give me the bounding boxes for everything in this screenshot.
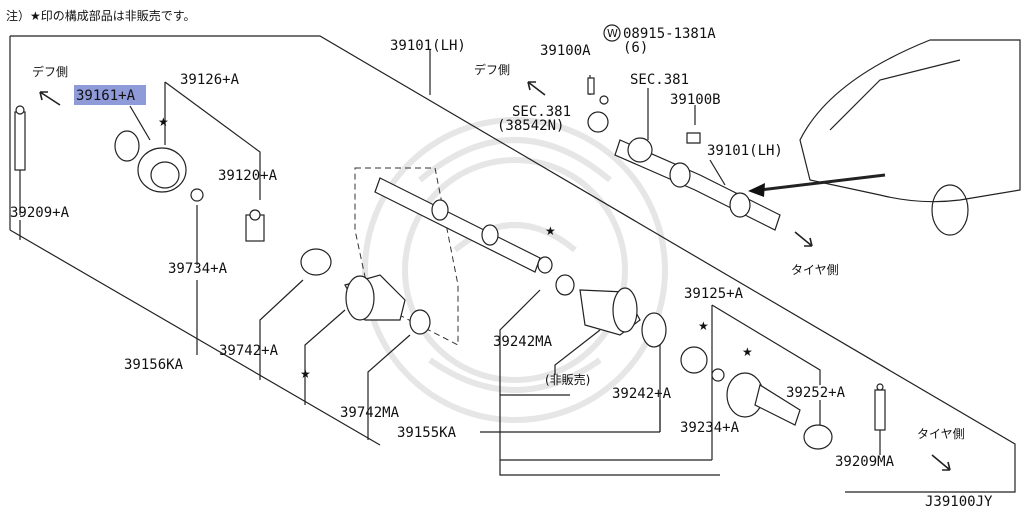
label-39100a[interactable]: 39100A bbox=[540, 43, 591, 59]
car-illustration bbox=[799, 39, 1021, 236]
label-39242ma[interactable]: 39242MA bbox=[493, 334, 553, 350]
label-39101-lh-right[interactable]: 39101(LH) bbox=[707, 143, 783, 159]
label-39252[interactable]: 39252+A bbox=[786, 385, 846, 401]
part-39125-bearing[interactable] bbox=[680, 346, 708, 374]
label-08915[interactable]: 08915-1381A bbox=[623, 26, 716, 42]
label-sec381-b[interactable]: SEC.381 bbox=[512, 104, 571, 120]
label-39100b[interactable]: 39100B bbox=[670, 92, 721, 108]
part-39742-small-band[interactable] bbox=[409, 309, 431, 335]
arrow-diff-left-icon bbox=[39, 91, 61, 106]
label-not-sold: (非販売) bbox=[545, 372, 590, 387]
part-39100b-nut[interactable] bbox=[686, 132, 701, 144]
star-icon: ★ bbox=[158, 115, 169, 129]
label-39742ma[interactable]: 39742MA bbox=[340, 405, 400, 421]
label-diff-side-left: デフ側 bbox=[32, 64, 68, 79]
diagram-code: J39100JY bbox=[925, 494, 993, 510]
label-39101-lh-top[interactable]: 39101(LH) bbox=[390, 38, 466, 54]
label-39155ka[interactable]: 39155KA bbox=[397, 425, 457, 441]
label-39742[interactable]: 39742+A bbox=[219, 343, 279, 359]
label-39156ka[interactable]: 39156KA bbox=[124, 357, 184, 373]
leader-lines-left bbox=[19, 81, 411, 440]
label-39209[interactable]: 39209+A bbox=[10, 205, 70, 221]
label-08915-qty: (6) bbox=[623, 40, 648, 56]
part-39120-tripod[interactable] bbox=[245, 209, 265, 242]
part-39161-cap[interactable] bbox=[114, 130, 140, 162]
part-39242-band[interactable] bbox=[641, 312, 667, 348]
part-39252-seal[interactable] bbox=[803, 424, 833, 450]
arrow-tire-right-icon bbox=[794, 231, 813, 247]
shaft-dashed-box bbox=[354, 167, 459, 346]
star-icon: ★ bbox=[545, 224, 556, 238]
part-39742-band[interactable] bbox=[300, 248, 332, 276]
label-sec381-sub: (38542N) bbox=[497, 118, 564, 134]
label-39161[interactable]: 39161+A bbox=[76, 88, 136, 104]
part-39734-snapring[interactable] bbox=[190, 188, 204, 202]
car-pointer-arrowhead bbox=[748, 183, 765, 197]
part-39234-snapring[interactable] bbox=[711, 368, 725, 382]
label-diff-side-mid: デフ側 bbox=[474, 62, 510, 77]
label-39209ma[interactable]: 39209MA bbox=[835, 454, 895, 470]
part-38542n-seal[interactable] bbox=[587, 111, 609, 133]
star-icon: ★ bbox=[300, 367, 311, 381]
label-tire-side-right: タイヤ側 bbox=[791, 263, 839, 277]
highlight-39161 bbox=[74, 85, 146, 105]
part-39100a-bolt[interactable] bbox=[587, 77, 609, 105]
part-39242ma-band[interactable] bbox=[555, 274, 575, 296]
label-39126[interactable]: 39126+A bbox=[180, 72, 240, 88]
label-39120[interactable]: 39120+A bbox=[218, 168, 278, 184]
label-39234[interactable]: 39234+A bbox=[680, 420, 740, 436]
label-tire-side-bottom: タイヤ側 bbox=[917, 427, 965, 441]
label-sec381-a[interactable]: SEC.381 bbox=[630, 72, 689, 88]
part-39126-housing[interactable] bbox=[137, 147, 187, 193]
label-39242[interactable]: 39242+A bbox=[612, 386, 672, 402]
note-text: 注）★印の構成部品は非販売です。 bbox=[6, 8, 196, 23]
part-outer-joint[interactable] bbox=[726, 372, 801, 426]
part-shaft[interactable] bbox=[374, 177, 553, 274]
star-icon: ★ bbox=[698, 319, 709, 333]
arrow-tire-bottom-icon bbox=[931, 454, 951, 471]
star-icon: ★ bbox=[742, 345, 753, 359]
frame-outline bbox=[9, 35, 1016, 493]
w-mark-icon: W bbox=[603, 24, 621, 42]
part-39209-rod[interactable] bbox=[14, 105, 26, 171]
part-39742ma-boot[interactable] bbox=[344, 274, 406, 321]
watermark-emblem bbox=[362, 117, 668, 423]
part-39101-assembly[interactable] bbox=[614, 137, 781, 231]
part-39155ka-boot[interactable] bbox=[579, 287, 641, 336]
label-39125[interactable]: 39125+A bbox=[684, 286, 744, 302]
arrow-diff-mid-icon bbox=[527, 81, 546, 96]
svg-text:W: W bbox=[607, 27, 618, 40]
label-39734[interactable]: 39734+A bbox=[168, 261, 228, 277]
part-39209ma-rod[interactable] bbox=[874, 383, 886, 431]
